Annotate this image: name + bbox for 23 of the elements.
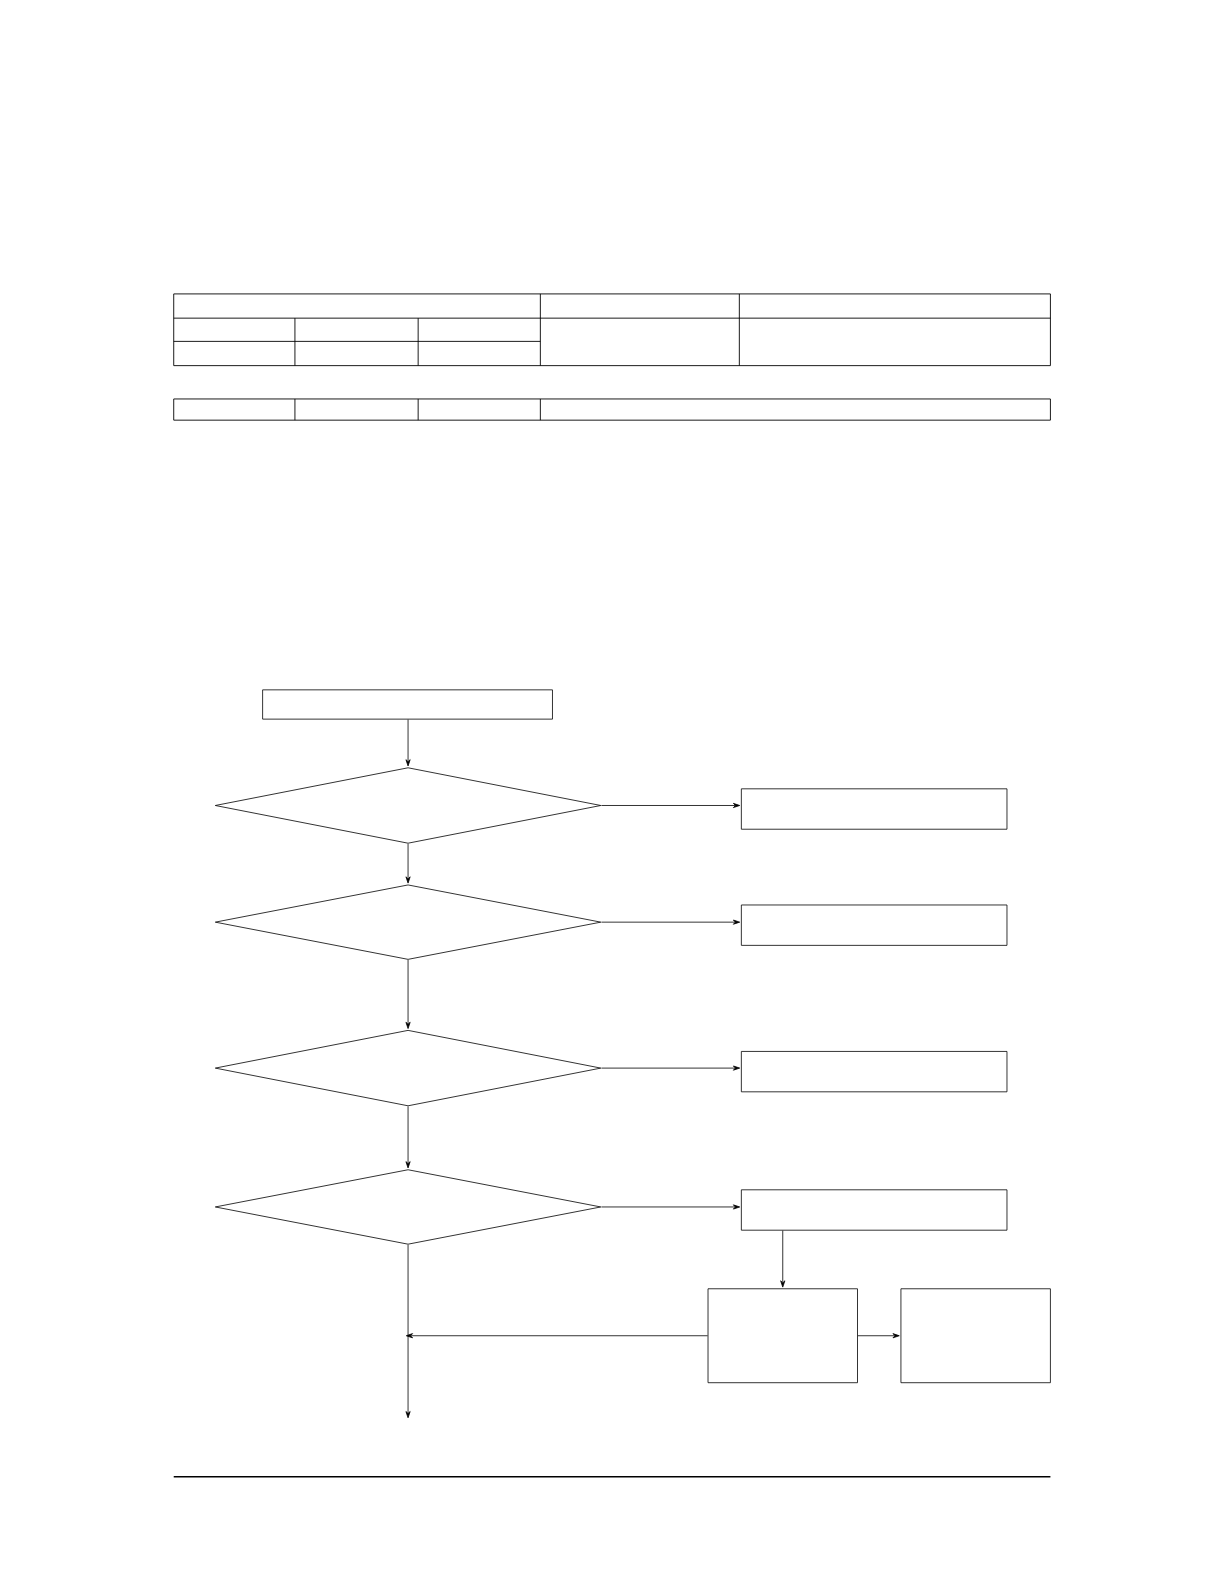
decision-diamond: [214, 1169, 602, 1245]
arrow: [600, 802, 741, 808]
arrow: [600, 1204, 741, 1210]
process-box: [740, 904, 1008, 946]
arrow: [600, 1065, 741, 1071]
process-box: [740, 788, 1008, 830]
arrow: [405, 1105, 411, 1169]
arrow: [405, 1333, 708, 1339]
arrow: [405, 959, 411, 1029]
arrow: [405, 1244, 411, 1419]
process-box: [740, 1051, 1008, 1093]
arrow: [405, 719, 411, 767]
decision-diamond: [214, 1030, 602, 1107]
arrow: [857, 1333, 900, 1339]
process-box: [707, 1288, 858, 1384]
process-box: [740, 1189, 1008, 1231]
decision-diamond: [214, 884, 602, 960]
arrow: [780, 1230, 786, 1288]
arrow: [405, 843, 411, 884]
process-box: [900, 1288, 1051, 1384]
process-box: [262, 689, 553, 720]
decision-diamond: [214, 767, 602, 844]
arrow: [600, 919, 741, 925]
